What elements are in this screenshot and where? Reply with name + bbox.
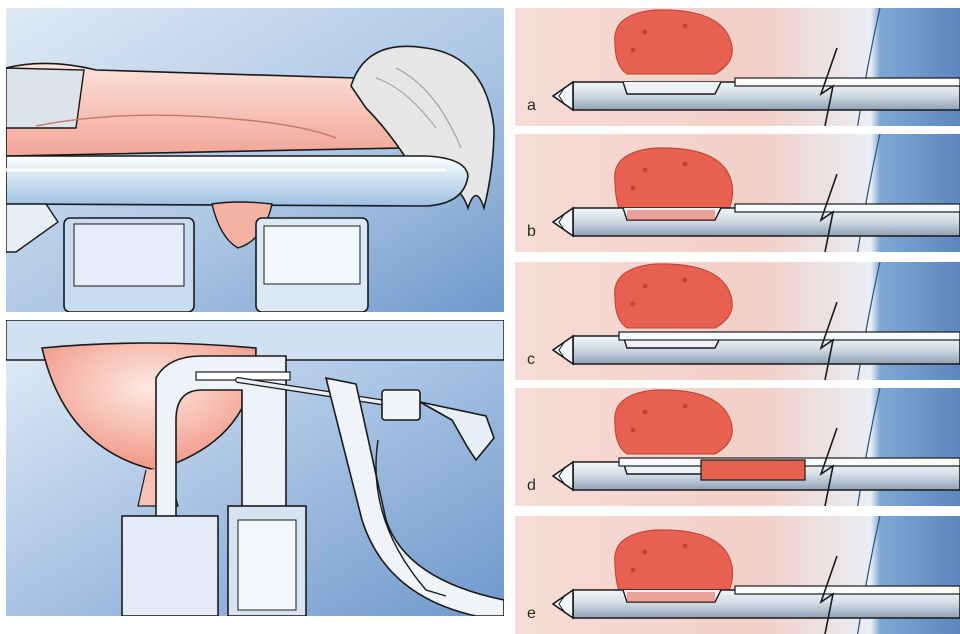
base-block-left [122,516,218,616]
biopsy-device-illustration [6,320,504,616]
step-panel-d: d [515,388,960,506]
step-illustration-b: b [515,134,960,252]
step-illustration-d: d [515,388,960,506]
biopsy-table-top [6,156,468,206]
tissue-core [701,460,805,480]
step-label-e: e [527,605,536,622]
cutting-sheath [735,204,960,212]
cutting-sheath [619,332,960,340]
biopsy-gun-body [382,390,420,420]
step-label-d: d [527,477,536,494]
patient-clothing [6,68,84,128]
patient-prone-panel [6,8,504,312]
cutting-sheath [735,586,960,594]
cutting-sheath [735,78,960,86]
step-panel-a: a [515,8,960,126]
step-label-a: a [527,97,536,114]
specimen-notch [623,82,721,94]
step-illustration-e: e [515,516,960,634]
patient-on-table-illustration [6,8,504,312]
step-illustration-a: a [515,8,960,126]
step-illustration-c: c [515,262,960,380]
step-panel-e: e [515,516,960,634]
step-label-b: b [527,223,536,240]
step-panel-b: b [515,134,960,252]
step-label-c: c [527,351,535,368]
step-panel-c: c [515,262,960,380]
biopsy-gun-panel [6,320,504,616]
